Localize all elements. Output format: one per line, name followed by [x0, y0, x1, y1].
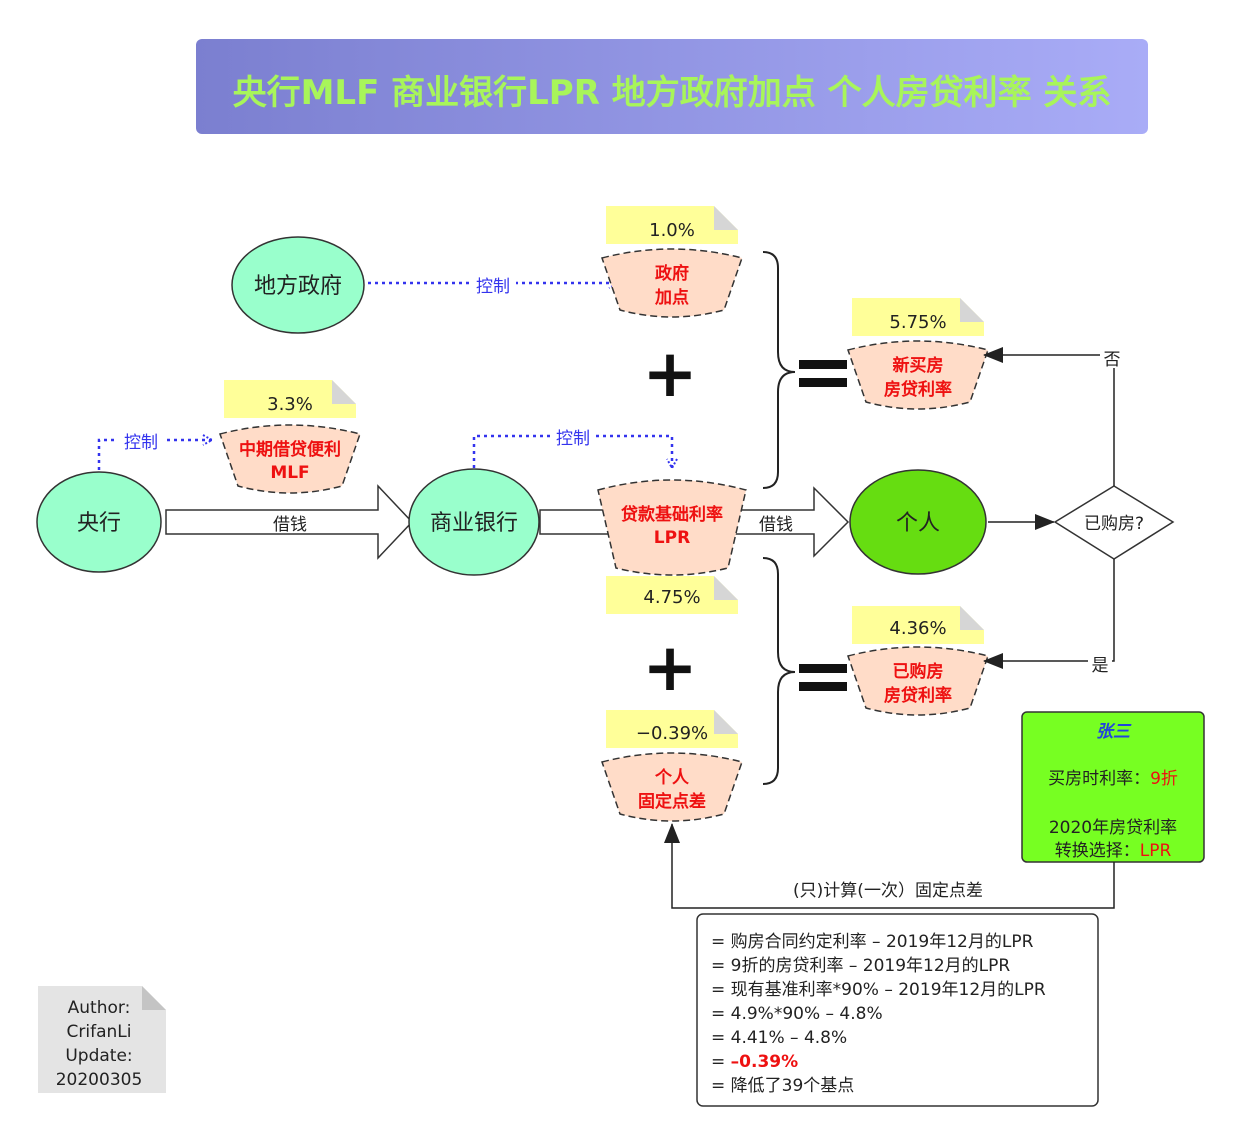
personal-fixed-line1: 个人: [654, 767, 690, 788]
local-government-label: 地方政府: [254, 274, 342, 299]
equals-sign-top: [799, 360, 847, 387]
mlf-line2: MLF: [270, 463, 309, 483]
yes-label: 是: [1092, 656, 1109, 676]
yes-branch-arrow: [983, 559, 1115, 669]
commercial-bank-label: 商业银行: [430, 511, 518, 536]
bought-value: 4.36%: [889, 618, 946, 639]
lpr-line1: 贷款基础利率: [621, 504, 723, 525]
mlf-value: 3.3%: [267, 394, 313, 415]
commercial-bank-node: [408, 468, 540, 576]
formula-lines: = 购房合同约定利率 – 2019年12月的LPR = 9折的房贷利率 – 20…: [711, 932, 1046, 1096]
plus-sign-top: +: [642, 335, 697, 412]
author-line2: CrifanLi: [67, 1022, 132, 1042]
lpr-value: 4.75%: [643, 587, 700, 608]
control-cb-label: 控制: [124, 433, 158, 453]
control-bank-label: 控制: [556, 429, 590, 449]
control-gov-label: 控制: [476, 277, 510, 297]
decision-label: 已购房?: [1084, 514, 1144, 534]
title-banner: 央行MLF 商业银行LPR 地方政府加点 个人房贷利率 关系: [196, 39, 1148, 134]
central-bank-node: [36, 471, 162, 573]
gov-add-line2: 加点: [654, 287, 689, 308]
card-to-fixed-arrow: [664, 823, 1115, 909]
lpr-shape: [597, 479, 747, 576]
no-branch-arrow: [983, 347, 1115, 486]
person-card-name: 张三: [1096, 722, 1132, 742]
personal-fixed-value: −0.39%: [636, 723, 708, 744]
gov-add-line1: 政府: [655, 263, 689, 284]
person-card-line3: 转换选择：LPR: [1055, 841, 1172, 861]
new-buy-value: 5.75%: [889, 312, 946, 333]
author-note: [38, 986, 166, 1093]
equals-sign-bottom: [799, 664, 847, 691]
bought-line2: 房贷利率: [884, 685, 952, 706]
new-buy-line2: 房贷利率: [884, 379, 952, 400]
formula-line: = 4.41% – 4.8%: [711, 1028, 847, 1048]
borrow-label-2: 借钱: [759, 515, 793, 535]
gov-add-value: 1.0%: [649, 220, 695, 241]
formula-box: [696, 913, 1099, 1107]
brace-bottom: [762, 557, 796, 785]
lpr-line2: LPR: [654, 528, 690, 548]
formula-line-result: = –0.39%: [711, 1052, 798, 1072]
no-label: 否: [1104, 350, 1121, 370]
person-card: [1021, 711, 1205, 863]
formula-line: = 降低了39个基点: [711, 1076, 854, 1096]
central-bank-label: 央行: [77, 511, 121, 536]
formula-line: = 4.9%*90% – 4.8%: [711, 1004, 883, 1024]
control-cb-arrow: [97, 440, 212, 470]
plus-sign-bottom: +: [642, 629, 697, 706]
author-line3: Update:: [65, 1046, 132, 1066]
formula-line: = 现有基准利率*90% – 2019年12月的LPR: [711, 980, 1046, 1000]
page-title: 央行MLF 商业银行LPR 地方政府加点 个人房贷利率 关系: [233, 73, 1112, 113]
formula-line: = 购房合同约定利率 – 2019年12月的LPR: [711, 932, 1034, 952]
fixed-spread-calc-label: (只)计算(一次）固定点差: [793, 881, 983, 901]
person-card-line2: 2020年房贷利率: [1049, 818, 1177, 838]
author-line1: Author:: [68, 998, 131, 1018]
person-card-line1: 买房时利率：9折: [1048, 769, 1178, 789]
person-node: [849, 469, 987, 575]
author-line4: 20200305: [56, 1070, 143, 1090]
new-buy-line1: 新买房: [893, 355, 944, 376]
formula-line: = 9折的房贷利率 – 2019年12月的LPR: [711, 956, 1010, 976]
control-bank-arrow: [472, 434, 672, 468]
bought-line1: 已购房: [893, 661, 944, 682]
personal-fixed-line2: 固定点差: [638, 791, 706, 812]
mlf-line1: 中期借贷便利: [239, 439, 341, 460]
borrow-arrow-1: [165, 484, 414, 560]
brace-top: [762, 251, 796, 489]
person-label: 个人: [896, 511, 940, 536]
borrow-label-1: 借钱: [273, 515, 307, 535]
local-government-node: [231, 236, 365, 334]
